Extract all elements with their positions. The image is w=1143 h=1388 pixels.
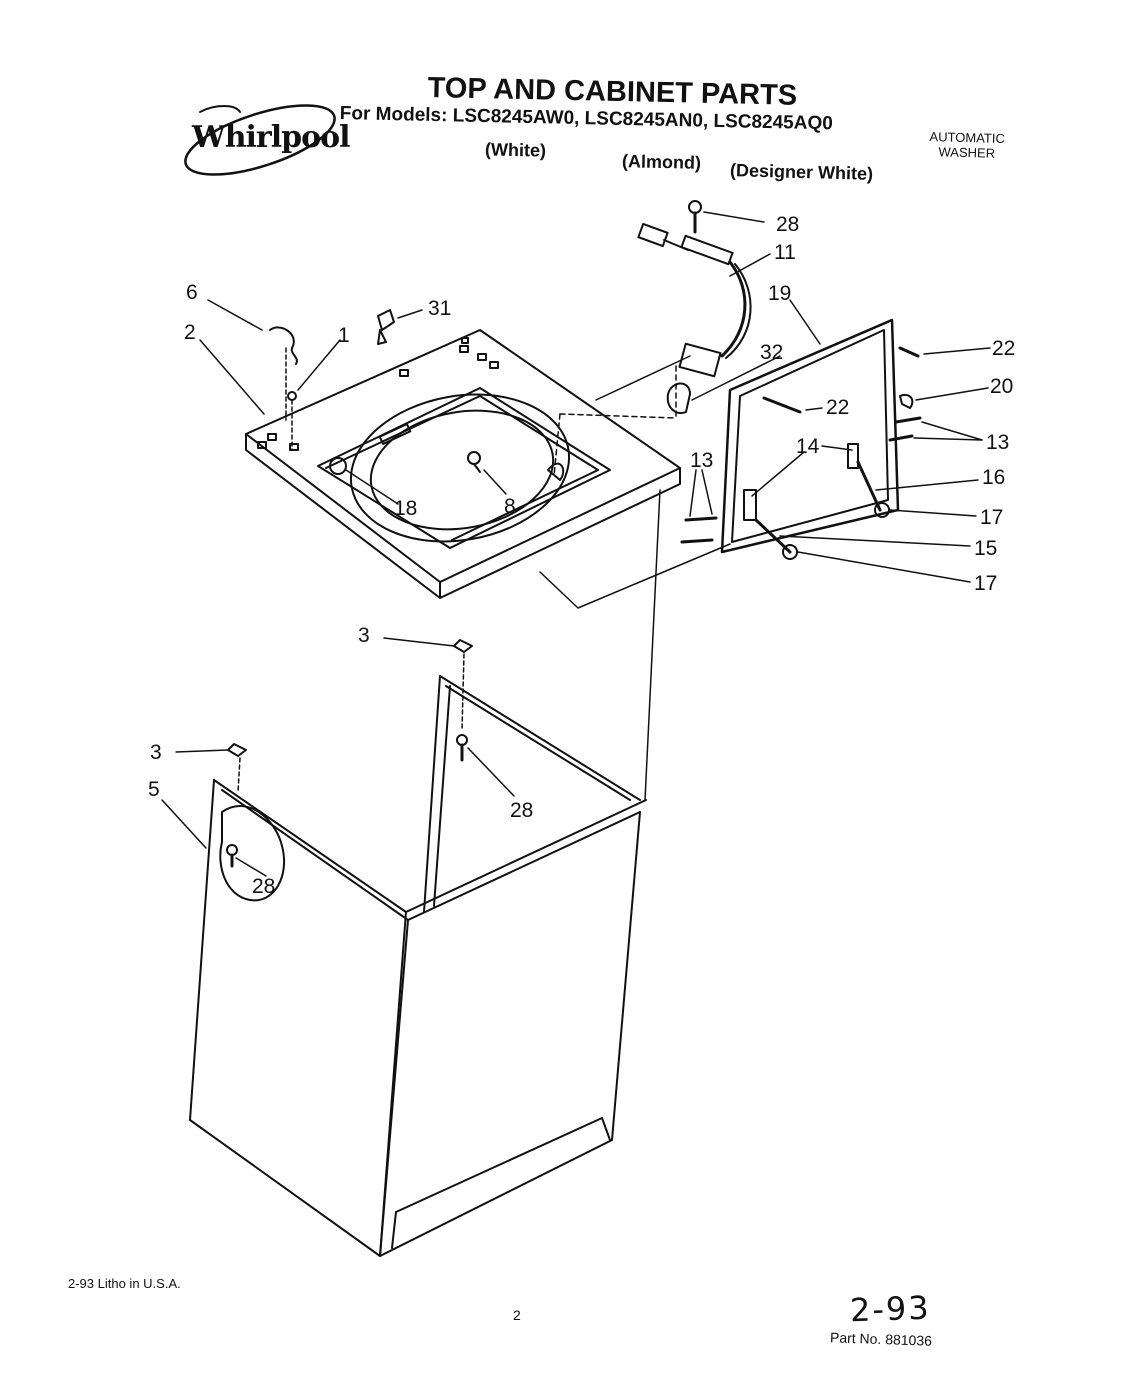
callout-28-low: 28 bbox=[252, 875, 276, 898]
models-prefix: For Models: bbox=[339, 103, 448, 127]
color-almond-label: (Almond) bbox=[621, 151, 702, 173]
callout-13-a: 13 bbox=[986, 431, 1010, 454]
callout-13-b: 13 bbox=[690, 449, 714, 472]
lid-switch-harness bbox=[637, 200, 752, 414]
leader-line bbox=[553, 413, 561, 477]
callout-20: 20 bbox=[990, 375, 1014, 398]
callout-1: 1 bbox=[338, 324, 350, 347]
callout-11: 11 bbox=[774, 241, 796, 264]
appliance-type: AUTOMATIC WASHER bbox=[920, 129, 1015, 161]
washer-cabinet bbox=[189, 639, 647, 1257]
callout-28-mid: 28 bbox=[510, 799, 534, 822]
callout-31: 31 bbox=[428, 297, 452, 320]
callout-2: 2 bbox=[184, 321, 196, 344]
callout-22-a: 22 bbox=[992, 337, 1016, 360]
leader-line bbox=[644, 489, 661, 801]
leader-line bbox=[559, 413, 677, 419]
page-number: 2 bbox=[513, 1307, 521, 1323]
small-parts bbox=[269, 309, 395, 451]
callout-3-a: 3 bbox=[358, 624, 370, 647]
color-designer-white-label: (Designer White) bbox=[729, 160, 874, 184]
callout-17-a: 17 bbox=[980, 506, 1004, 529]
callout-22-b: 22 bbox=[826, 396, 850, 419]
brand-logo: Whirlpool bbox=[192, 120, 350, 155]
color-white-label: (White) bbox=[484, 139, 547, 161]
callout-6: 6 bbox=[186, 281, 198, 304]
callout-32: 32 bbox=[760, 341, 784, 364]
callout-5: 5 bbox=[148, 778, 160, 801]
callout-19: 19 bbox=[768, 282, 792, 305]
callout-8: 8 bbox=[504, 495, 516, 518]
whirlpool-logo-icon bbox=[184, 104, 336, 176]
appliance-type-line1: AUTOMATIC bbox=[929, 129, 1006, 146]
callout-28-top: 28 bbox=[776, 213, 800, 236]
leader-line bbox=[595, 355, 691, 401]
callout-14: 14 bbox=[796, 435, 820, 458]
handwritten-date: 2-93 bbox=[849, 1288, 932, 1330]
callout-18: 18 bbox=[394, 497, 418, 520]
appliance-type-line2: WASHER bbox=[938, 144, 996, 161]
callout-15: 15 bbox=[974, 537, 998, 560]
callout-3-b: 3 bbox=[150, 741, 162, 764]
callout-17-b: 17 bbox=[974, 572, 998, 595]
leader-line bbox=[539, 543, 731, 609]
callout-arrows bbox=[161, 211, 991, 877]
lid-frame bbox=[680, 318, 922, 560]
callout-16: 16 bbox=[982, 466, 1006, 489]
washer-top-panel bbox=[245, 329, 681, 599]
litho-note: 2-93 Litho in U.S.A. bbox=[68, 1276, 181, 1291]
